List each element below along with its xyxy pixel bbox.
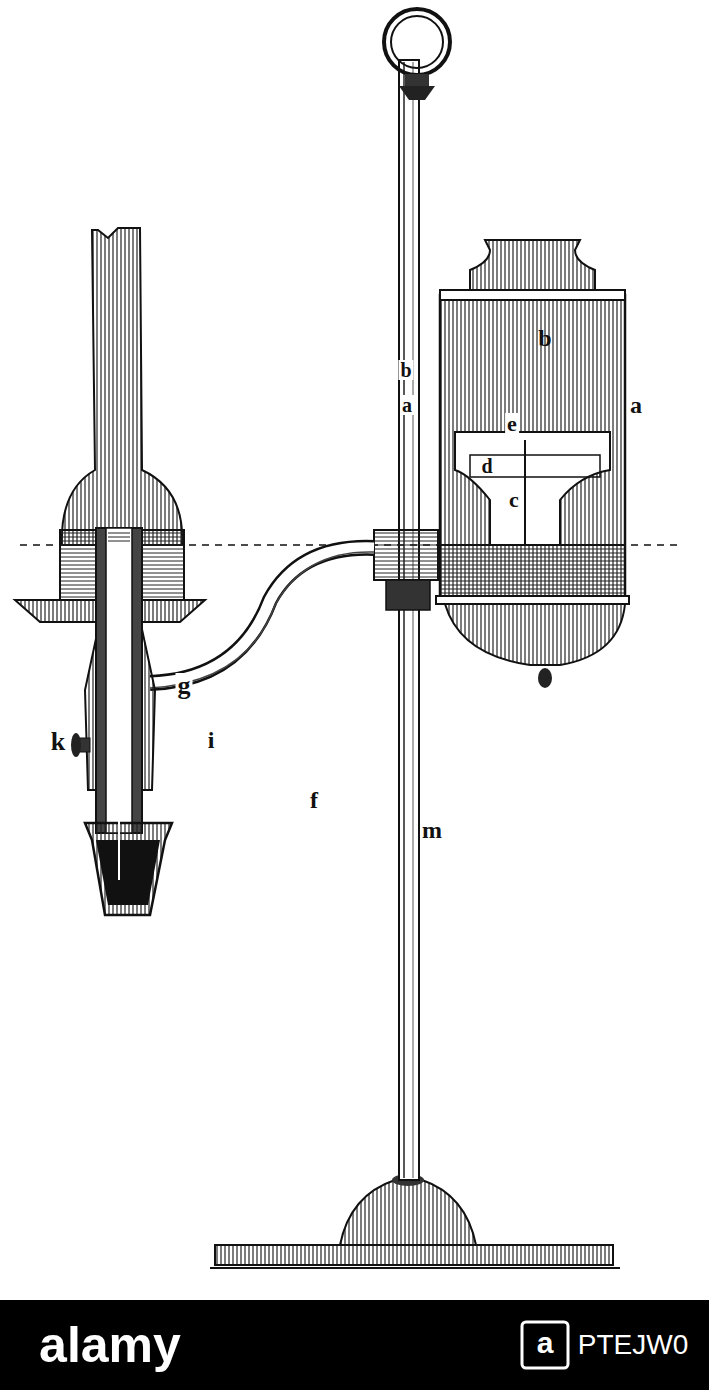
- part-letter: k: [49, 729, 67, 755]
- watermark: a: [537, 1328, 554, 1358]
- part-letter: b: [398, 360, 413, 380]
- part-letter: e: [505, 413, 519, 435]
- part-letter: b: [538, 326, 551, 350]
- part-letter: a: [628, 393, 644, 417]
- part-letter: i: [206, 728, 217, 752]
- part-letter: f: [308, 788, 320, 812]
- part-letter: m: [420, 818, 444, 842]
- part-letter: c: [507, 489, 521, 511]
- part-letter: a: [400, 395, 414, 415]
- watermark: PTEJW0: [578, 1331, 688, 1359]
- part-letter: g: [176, 673, 193, 699]
- watermark: alamy: [39, 1320, 181, 1370]
- part-letter: d: [479, 456, 494, 476]
